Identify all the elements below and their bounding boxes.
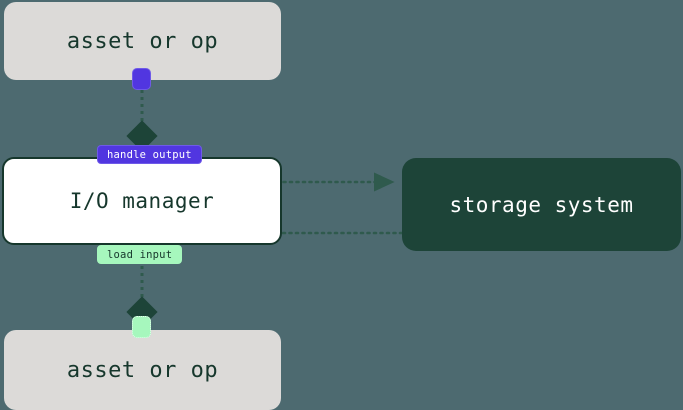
node-label: I/O manager [69, 189, 215, 213]
edge-label-text: handle output [107, 148, 192, 161]
node-asset-or-op-bottom[interactable]: asset or op [4, 330, 281, 410]
input-handle[interactable] [132, 316, 151, 338]
node-label: asset or op [66, 28, 219, 54]
node-label: storage system [449, 192, 634, 217]
edge-label-load-input[interactable]: load input [97, 245, 183, 264]
node-storage-system[interactable]: storage system [402, 158, 681, 251]
node-label: asset or op [66, 357, 219, 383]
edge-label-handle-output[interactable]: handle output [97, 145, 202, 164]
node-io-manager[interactable]: I/O manager [2, 157, 282, 245]
output-handle[interactable] [132, 68, 151, 90]
node-asset-or-op-top[interactable]: asset or op [4, 2, 281, 80]
edge-label-text: load input [107, 248, 173, 261]
